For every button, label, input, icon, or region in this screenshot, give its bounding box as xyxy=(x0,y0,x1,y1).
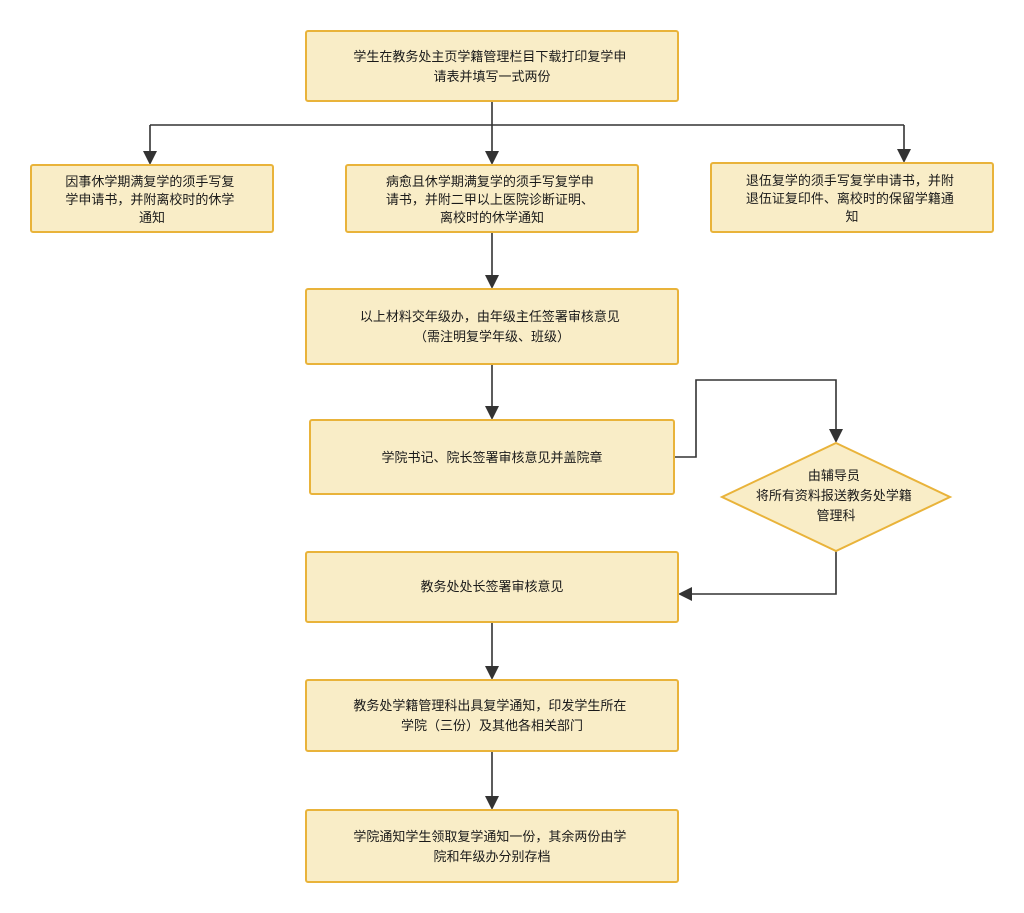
arrowhead-college xyxy=(485,406,499,420)
node-military-leave[interactable]: 退伍复学的须手写复学申请书，并附 退伍证复印件、离校时的保留学籍通 知 xyxy=(710,162,994,233)
node-grade-office-review[interactable]: 以上材料交年级办，由年级主任签署审核意见 （需注明复学年级、班级） xyxy=(305,288,679,365)
node-medical-leave[interactable]: 病愈且休学期满复学的须手写复学申 请书，并附二甲以上医院诊断证明、 离校时的休学… xyxy=(345,164,639,233)
node-military-leave-line-1: 退伍复学的须手写复学申请书，并附 xyxy=(746,173,954,189)
node-personal-leave-line-3: 通知 xyxy=(139,210,165,226)
arrowhead-medical-leave xyxy=(485,151,499,165)
arrowhead-military-leave xyxy=(897,149,911,163)
node-download-form-line-1: 学生在教务处主页学籍管理栏目下载打印复学申 xyxy=(353,49,626,65)
node-counselor-submit-line-1: 由辅导员 xyxy=(808,469,860,484)
node-college-review[interactable]: 学院书记、院长签署审核意见并盖院章 xyxy=(309,419,675,495)
node-military-leave-line-3: 知 xyxy=(845,209,858,225)
node-academic-director-review[interactable]: 教务处处长签署审核意见 xyxy=(305,551,679,623)
svg-text:教务处学籍管理科出具复学通知，印发学生所在 学院: 教务处学籍管理科出具复学通知，印发学生所在 学院（三份）及其他各相关部门 xyxy=(353,698,630,734)
node-counselor-submit-line-3: 管理科 xyxy=(816,509,855,524)
node-counselor-submit[interactable]: 由辅导员 将所有资料报送教务处学籍 管理科 xyxy=(719,441,953,553)
edges xyxy=(143,101,911,810)
svg-text:以上材料交年级办，由年级主任签署审核意见 （需注: 以上材料交年级办，由年级主任签署审核意见 （需注明复学年级、班级） xyxy=(360,309,624,345)
arrowhead-issue-notice xyxy=(485,666,499,680)
node-download-form-line-2: 请表并填写一式两份 xyxy=(433,70,550,85)
node-medical-leave-line-1: 病愈且休学期满复学的须手写复学申 xyxy=(386,174,594,190)
arrowhead-counselor xyxy=(829,429,843,443)
node-counselor-submit-line-2: 将所有资料报送教务处学籍 xyxy=(756,488,912,504)
node-grade-office-review-line-2: （需注明复学年级、班级） xyxy=(414,329,570,345)
node-archive-line-1: 学院通知学生领取复学通知一份，其余两份由学 xyxy=(353,829,626,845)
node-issue-notice-line-1: 教务处学籍管理科出具复学通知，印发学生所在 xyxy=(353,698,626,714)
node-personal-leave-line-2: 学申请书，并附离校时的休学 xyxy=(65,192,234,208)
node-college-review-line-1: 学院书记、院长签署审核意见并盖院章 xyxy=(381,450,602,466)
node-personal-leave-line-1: 因事休学期满复学的须手写复 xyxy=(65,174,234,190)
node-personal-leave[interactable]: 因事休学期满复学的须手写复 学申请书，并附离校时的休学 通知 xyxy=(30,164,274,233)
node-academic-director-review-line-1: 教务处处长签署审核意见 xyxy=(420,579,563,595)
edge-to-counselor xyxy=(674,379,837,458)
node-medical-leave-line-3: 离校时的休学通知 xyxy=(440,210,544,226)
svg-text:因事休学期满复学的须手写复 学申请书，并附离校时: 因事休学期满复学的须手写复 学申请书，并附离校时的休学 通知 xyxy=(65,174,238,226)
svg-text:由辅导员 将所有资料报送教务处学籍: 由辅导员 将所有资料报送教务处学籍 管理科 xyxy=(756,469,916,524)
svg-text:学生在教务处主页学籍管理栏目下载打印复学申 请表: 学生在教务处主页学籍管理栏目下载打印复学申 请表并填写一式两份 xyxy=(353,49,630,85)
node-issue-notice-line-2: 学院（三份）及其他各相关部门 xyxy=(401,718,583,734)
node-medical-leave-line-2: 请书，并附二甲以上医院诊断证明、 xyxy=(386,193,594,208)
edge-to-director xyxy=(690,551,837,595)
svg-text:教务处处长签署审核意见: 教务处处长签署审核意见 xyxy=(420,579,563,595)
arrowhead-director xyxy=(678,587,692,601)
node-archive[interactable]: 学院通知学生领取复学通知一份，其余两份由学 院和年级办分别存档 xyxy=(305,809,679,883)
svg-text:退伍复学的须手写复学申请书，并附 退伍证复印件、: 退伍复学的须手写复学申请书，并附 退伍证复印件、离校时的保留学籍通 知 xyxy=(746,173,958,225)
node-grade-office-review-line-1: 以上材料交年级办，由年级主任签署审核意见 xyxy=(360,309,620,325)
arrowhead-grade-office xyxy=(485,275,499,289)
svg-text:学院通知学生领取复学通知一份，其余两份由学 院和: 学院通知学生领取复学通知一份，其余两份由学 院和年级办分别存档 xyxy=(353,829,630,865)
svg-text:学院书记、院长签署审核意见并盖院章: 学院书记、院长签署审核意见并盖院章 xyxy=(381,450,602,466)
svg-text:病愈且休学期满复学的须手写复学申 请书，并附二甲: 病愈且休学期满复学的须手写复学申 请书，并附二甲以上医院诊断证明、 离校时的休学… xyxy=(386,174,598,226)
node-issue-notice[interactable]: 教务处学籍管理科出具复学通知，印发学生所在 学院（三份）及其他各相关部门 xyxy=(305,679,679,752)
node-download-form[interactable]: 学生在教务处主页学籍管理栏目下载打印复学申 请表并填写一式两份 xyxy=(305,30,679,102)
node-military-leave-line-2: 退伍证复印件、离校时的保留学籍通 xyxy=(746,191,954,207)
arrowhead-personal-leave xyxy=(143,151,157,165)
arrowhead-archive xyxy=(485,796,499,810)
node-archive-line-2: 院和年级办分别存档 xyxy=(433,850,550,865)
